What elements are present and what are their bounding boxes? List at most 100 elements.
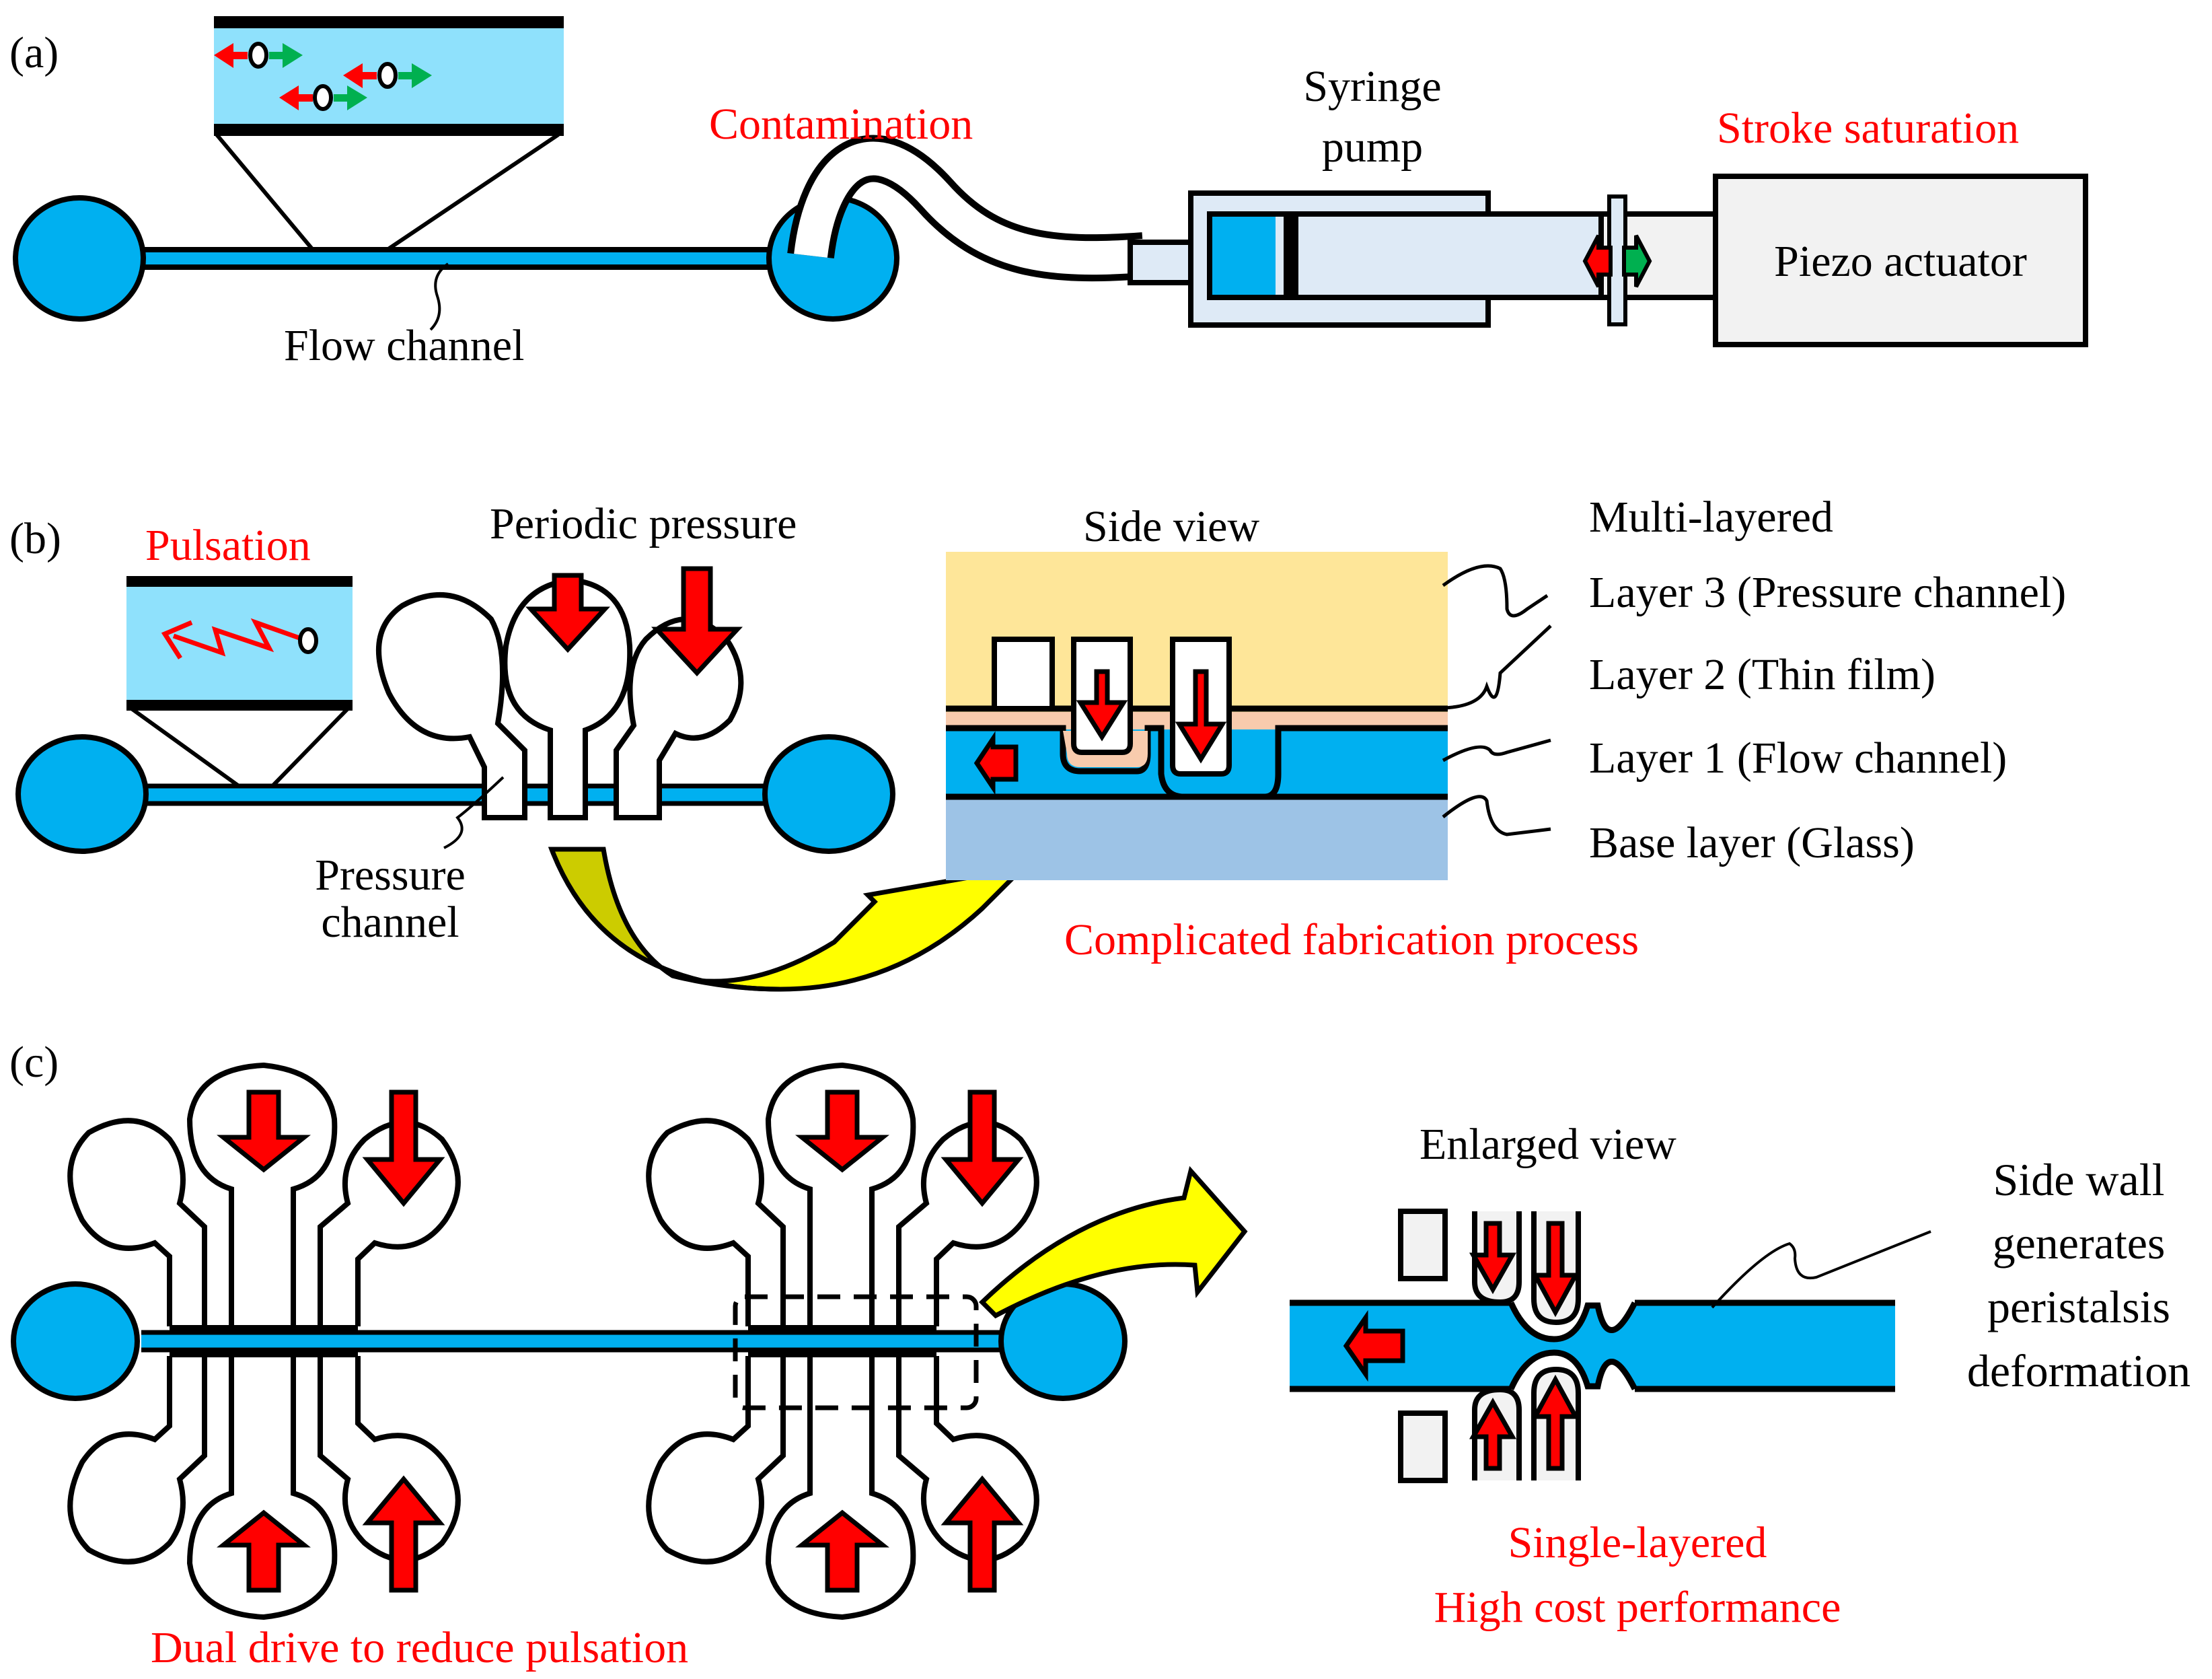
up-arrow-icon [217,1089,311,1173]
panel-b-label: (b) [9,514,61,563]
panel-a: (a) [9,16,2088,370]
high-cost-performance-label: High cost performance [1434,1583,1841,1632]
piezo-actuator: Piezo actuator [1713,174,2088,347]
side-view-cross-section: Side view [946,502,1448,880]
syringe-plunger [1207,211,1650,300]
syringe-pump: Syringe pump [1128,62,1718,328]
down-arrow-icon [1469,1221,1517,1295]
zoom-line-right [362,133,560,268]
dual-drive-label: Dual drive to reduce pulsation [151,1623,688,1672]
green-right-arrow-icon [269,43,303,68]
junction-wall [170,1325,358,1332]
down-arrow-icon [1175,669,1227,764]
flow-channel-label: Flow channel [284,321,524,370]
panel-c: (c) Enlarged view [9,1038,2190,1672]
flow-left-arrow-icon [973,731,1019,795]
particle [248,42,268,69]
particle-oscillation-3 [343,62,432,89]
plunger-seal [1284,217,1298,295]
inset-pulsation-view [126,576,353,788]
particle [313,84,333,111]
pressure-chamber [896,1356,1039,1563]
periodic-pressure-label: Periodic pressure [490,499,797,548]
leader-line-layer3 [1442,564,1549,618]
green-right-arrow-icon [334,85,367,110]
particle [298,627,318,654]
junction-wall [748,1325,936,1332]
pressure-channel-label-line2: channel [321,898,459,947]
arrowhead [161,620,193,659]
pulsation-label: Pulsation [145,521,311,570]
pressure-channel-label-line1: Pressure [315,851,466,900]
flow-channel [141,1334,1016,1349]
panel-c-label: (c) [9,1038,59,1087]
pulsation-zigzag-icon [172,618,301,657]
particle [377,62,398,89]
enlarged-view [1290,1209,1931,1483]
inlet-reservoir [15,734,149,854]
flow-channel [135,250,787,266]
inlet-reservoir [13,195,146,322]
syringe-fluid [1212,217,1276,295]
leader-line-layer2 [1442,624,1552,710]
pressure-chamber-empty [67,1118,207,1326]
inset-top-wall [214,16,564,28]
particle-oscillation-2 [279,84,367,111]
enlarged-region-marker [733,1294,979,1410]
particle-oscillation-1 [214,42,303,69]
flow-left-arrow-icon [1343,1310,1405,1382]
inset-oscillation-view [214,16,564,268]
side-wall-label-line4: deformation [1967,1345,2190,1396]
panel-a-label: (a) [9,28,59,77]
layer1-label: Layer 1 (Flow channel) [1589,734,2007,783]
base-layer-label: Base layer (Glass) [1589,818,1915,867]
pressure-chamber [318,1120,461,1326]
inlet-reservoir [11,1281,140,1401]
stroke-saturation-label: Stroke saturation [1717,104,2019,153]
up-arrow-icon [941,1089,1024,1207]
side-wall-label-line1: Side wall [1993,1154,2165,1205]
multi-layered-label: Multi-layered [1589,493,1833,542]
down-arrow-icon [362,1475,445,1593]
syringe-nozzle [1128,240,1193,285]
single-layered-label: Single-layered [1508,1518,1767,1567]
up-arrow-icon [795,1089,889,1173]
base-glass [946,797,1448,880]
pressure-chamber-empty [646,1356,786,1565]
red-left-arrow-icon [1582,234,1613,288]
down-arrow-icon [1531,1221,1580,1318]
zoom-line-left [215,133,328,267]
pressure-chamber [765,1062,916,1326]
down-arrow-icon [217,1509,311,1593]
up-arrow-icon [362,1089,445,1207]
leader-line [443,776,505,849]
red-left-arrow-icon [214,43,248,68]
syringe-label-line2: pump [1322,122,1423,172]
up-arrow-icon [1469,1397,1517,1471]
empty-chamber-bottom [1398,1410,1448,1483]
pressure-chamber-empty [646,1118,786,1326]
side-view-label: Side view [1083,502,1259,551]
down-arrow-icon [941,1475,1024,1593]
green-right-arrow-icon [398,63,432,88]
inset-bottom-wall [214,124,564,136]
down-arrow-icon [795,1509,889,1593]
pressure-chamber-1 [375,592,527,820]
pressure-chamber [186,1356,338,1620]
up-arrow-icon [1531,1374,1580,1471]
leader-line-base [1442,795,1551,836]
pressure-chambers [375,569,744,820]
empty-chamber-top [1398,1209,1448,1281]
empty-pressure-chamber [992,637,1055,711]
leader-line [1711,1230,1931,1309]
contamination-label: Contamination [709,100,973,149]
red-left-arrow-icon [343,63,377,88]
panel-b: (b) Pulsation Periodic pressure [9,493,2066,992]
pressure-chamber [186,1062,338,1326]
junction-wall [748,1351,936,1357]
piezo-actuator-label: Piezo actuator [1774,237,2027,286]
inset-fluid [126,585,353,701]
outlet-reservoir [762,734,895,854]
red-left-arrow-icon [279,85,313,110]
side-wall-label-line2: generates [1993,1217,2166,1269]
